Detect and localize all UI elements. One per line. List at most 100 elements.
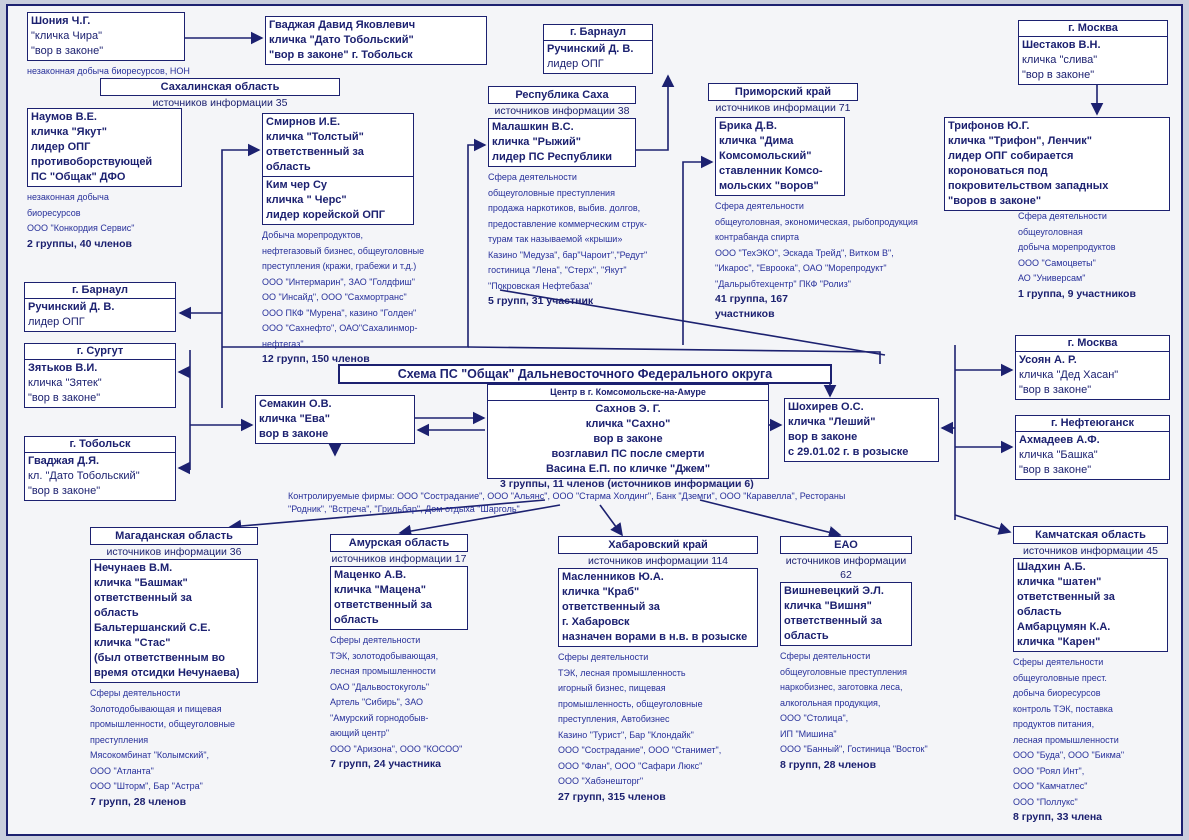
group-total: 8 групп, 33 члена (1013, 811, 1103, 823)
person-box: Вишневецкий Э.Л.кличка "Вишня"ответствен… (780, 582, 912, 646)
box-line: кличка "Леший" (788, 416, 876, 428)
group-total: 8 групп, 28 членов (780, 758, 877, 771)
box-header: г. Тобольск (25, 437, 175, 453)
box-line: кличка " Черс" (266, 194, 347, 206)
box-line: мольских "воров" (719, 180, 819, 192)
note-line: общеуголовные преступления (780, 666, 907, 677)
box-line: Ким чер Су (266, 179, 328, 191)
note-line: общеуголовные прест. (1013, 672, 1107, 683)
note-line: нефтегазовый бизнес, общеуголовные (262, 245, 425, 256)
sources-count: источников информации 45 (1023, 545, 1158, 557)
box-line: Маценко А.В. (334, 569, 407, 581)
note-line: продажа наркотиков, выбив. долгов, (488, 203, 641, 213)
box-header: г. Сургут (25, 344, 175, 360)
sources-count: источников информации 35 (152, 97, 288, 109)
box-line: Ахмадеев А.Ф. (1019, 434, 1100, 446)
note-line: Сферы деятельности (558, 652, 649, 662)
box-line: ответственный за (266, 146, 364, 158)
box-line: кличка "Краб" (562, 586, 640, 598)
box-line: кличка "Трифон", Ленчик" (948, 135, 1092, 147)
box-line: кличка "Башмак" (94, 577, 188, 589)
box-line: кличка "Карен" (1017, 636, 1101, 648)
note-line: Сфера деятельности (1018, 211, 1107, 221)
note-line: ООО "Камчатлес" (1013, 781, 1088, 791)
box-line: "вор в законе" (28, 392, 101, 404)
person-box: Шадхин А.Б.кличка "шатен"ответственный з… (1013, 558, 1168, 652)
box-line: "вор в законе" (28, 485, 101, 497)
box-line: Шония Ч.Г. (31, 15, 91, 27)
note-line: Артель "Сибирь", ЗАО (330, 697, 424, 707)
note-line: турам так называемой «крыши» (488, 234, 623, 244)
box-line: "кличка Чира" (31, 30, 102, 42)
note-line: ООО "ТехЭКО", Эскада Трейд", Витком В", (715, 247, 894, 258)
box-line: кличка "Башка" (1019, 449, 1098, 461)
note-line: ООО "Конкордия Сервис" (27, 223, 135, 233)
group-total: 7 групп, 28 членов (90, 795, 187, 808)
person-box: Шония Ч.Г. "кличка Чира" "вор в законе" (27, 12, 185, 61)
box-line: вор в законе (788, 431, 858, 443)
note-line: преступления, Автобизнес (558, 714, 670, 724)
region-header: Республика Саха (488, 86, 636, 104)
note-line: промышленности, общеуголовные (90, 719, 235, 729)
region-header: Хабаровский край (558, 536, 758, 554)
note-line: ОО "Инсайд", ООО "Сахмортранс" (262, 292, 407, 302)
sources-count: источников информации 38 (494, 105, 630, 117)
box-line: покровительством западных (948, 180, 1109, 192)
box-line: "воров в законе" (948, 195, 1042, 207)
box-header: г. Москва (1016, 336, 1169, 352)
note-line: "Покровская Нефтебаза" (488, 280, 593, 291)
note-line: продуктов питания, (1013, 719, 1095, 729)
box-line: лидер ОПГ (28, 316, 85, 328)
region-header: Амурская область (330, 534, 468, 552)
box-line: Смирнов И.Е. (266, 116, 341, 128)
note-line: общеуголовная, экономическая, рыбопродук… (715, 216, 918, 227)
box-line: Вишневецкий Э.Л. (784, 585, 884, 597)
box-line: Ручинский Д. В. (28, 301, 115, 313)
controlled-firms: Контролируемые фирмы: ООО "Сострадание",… (288, 490, 845, 516)
note-line: игорный бизнес, пищевая (558, 683, 666, 693)
note-line: ООО "Флан", ООО "Сафари Люкс" (558, 760, 703, 771)
box-line: кличка "Зятек" (28, 377, 102, 389)
box-line: кличка "Вишня" (784, 600, 872, 612)
block-smirnov: Смирнов И.Е.кличка "Толстый"ответственны… (262, 113, 425, 367)
box-line: Усоян А. Р. (1019, 354, 1077, 366)
note-line: ТЭК, лесная промышленность (558, 667, 686, 678)
person-box: Смирнов И.Е.кличка "Толстый"ответственны… (262, 113, 414, 177)
box-line: "вор в законе" (1019, 384, 1092, 396)
box-line: г. Хабаровск (562, 616, 630, 628)
box-line: Ручинский Д. В. (547, 43, 634, 55)
sources-count: источников информации 71 (715, 102, 851, 114)
box-line: кличка "Мацена" (334, 584, 426, 596)
note-line: контрабанда спирта (715, 232, 800, 242)
box-line: "вор в законе" (31, 45, 104, 57)
note-line: ООО "Самоцветы" (1018, 257, 1096, 268)
box-line: короноваться под (948, 165, 1048, 177)
note-line: биоресурсов (27, 207, 81, 218)
box-line: время отсидки Нечунаева) (94, 667, 240, 679)
note-line: ООО "Хабэнешторг" (558, 776, 644, 786)
box-line: ставленник Комсо- (719, 165, 823, 177)
box-line: область (784, 630, 829, 642)
sources-count: источников информации 62 (785, 555, 907, 581)
note-line: общеуголовная (1018, 226, 1083, 237)
box-header: г. Барнаул (25, 283, 175, 299)
box-line: область (1017, 606, 1062, 618)
note-line: ООО "Интермарин", ЗАО "Голдфиш" (262, 276, 415, 287)
note-line: Сфера деятельности (488, 172, 577, 182)
note-line: Казино "Турист", Бар "Клондайк" (558, 729, 694, 740)
box-line: кличка "Дед Хасан" (1019, 369, 1119, 381)
